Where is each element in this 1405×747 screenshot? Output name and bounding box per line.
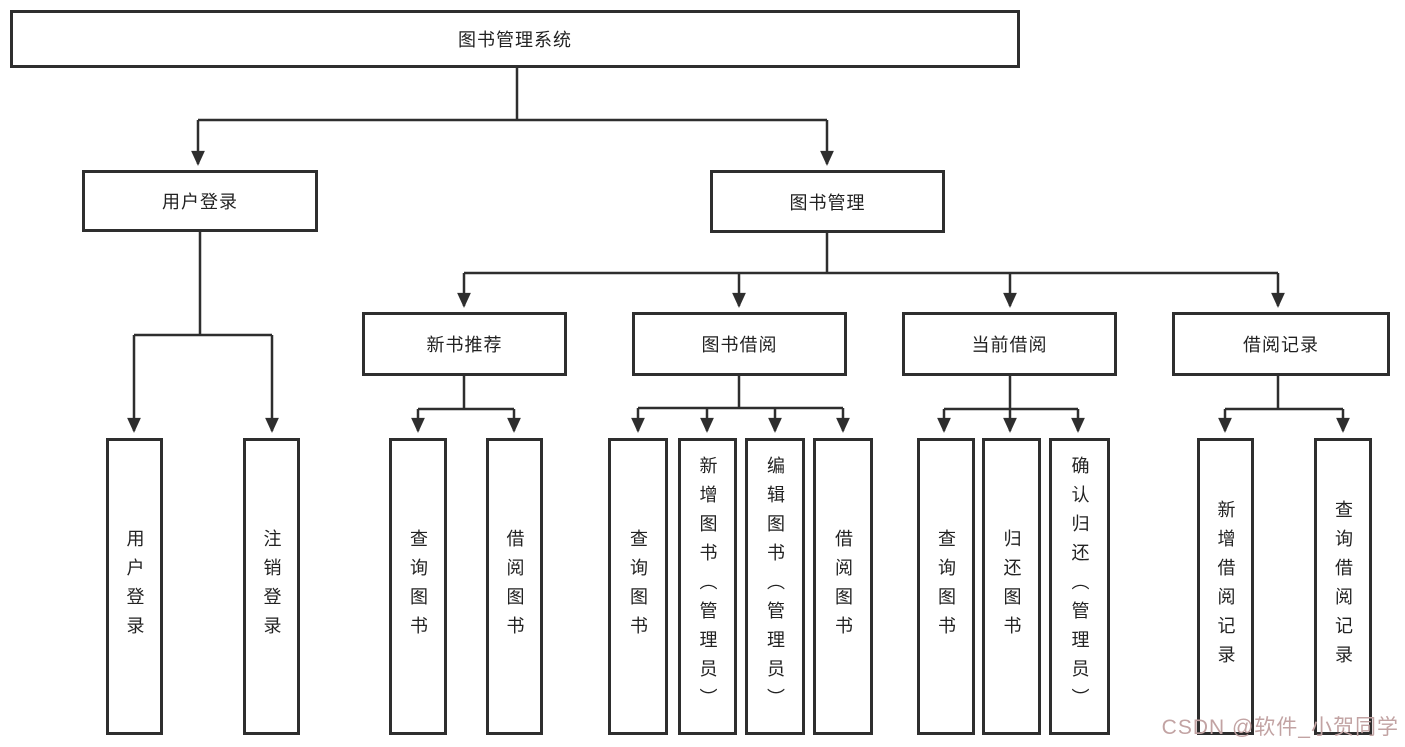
leaf-query-borrow-record: 查询借阅记录 bbox=[1314, 438, 1372, 735]
node-user-login-branch: 用户登录 bbox=[82, 170, 318, 232]
leaf-user-login: 用户登录 bbox=[106, 438, 163, 735]
node-current-borrowing: 当前借阅 bbox=[902, 312, 1117, 376]
leaf-query-book-borrowing: 查询图书 bbox=[608, 438, 668, 735]
leaf-logout: 注销登录 bbox=[243, 438, 300, 735]
node-book-borrowing: 图书借阅 bbox=[632, 312, 847, 376]
leaf-query-book-current: 查询图书 bbox=[917, 438, 975, 735]
leaf-edit-book-admin: 编辑图书（管理员） bbox=[745, 438, 805, 735]
node-book-management-branch: 图书管理 bbox=[710, 170, 945, 233]
leaf-borrow-book-recommend: 借阅图书 bbox=[486, 438, 543, 735]
csdn-watermark: CSDN @软件_小贺同学 bbox=[1161, 716, 1399, 739]
leaf-add-borrow-record: 新增借阅记录 bbox=[1197, 438, 1254, 735]
leaf-confirm-return-admin: 确认归还（管理员） bbox=[1049, 438, 1110, 735]
leaf-query-book-recommend: 查询图书 bbox=[389, 438, 447, 735]
node-borrowing-records: 借阅记录 bbox=[1172, 312, 1390, 376]
node-new-book-recommendation: 新书推荐 bbox=[362, 312, 567, 376]
leaf-borrow-book-borrowing: 借阅图书 bbox=[813, 438, 873, 735]
leaf-add-book-admin: 新增图书（管理员） bbox=[678, 438, 737, 735]
leaf-return-book: 归还图书 bbox=[982, 438, 1041, 735]
node-library-management-system: 图书管理系统 bbox=[10, 10, 1020, 68]
